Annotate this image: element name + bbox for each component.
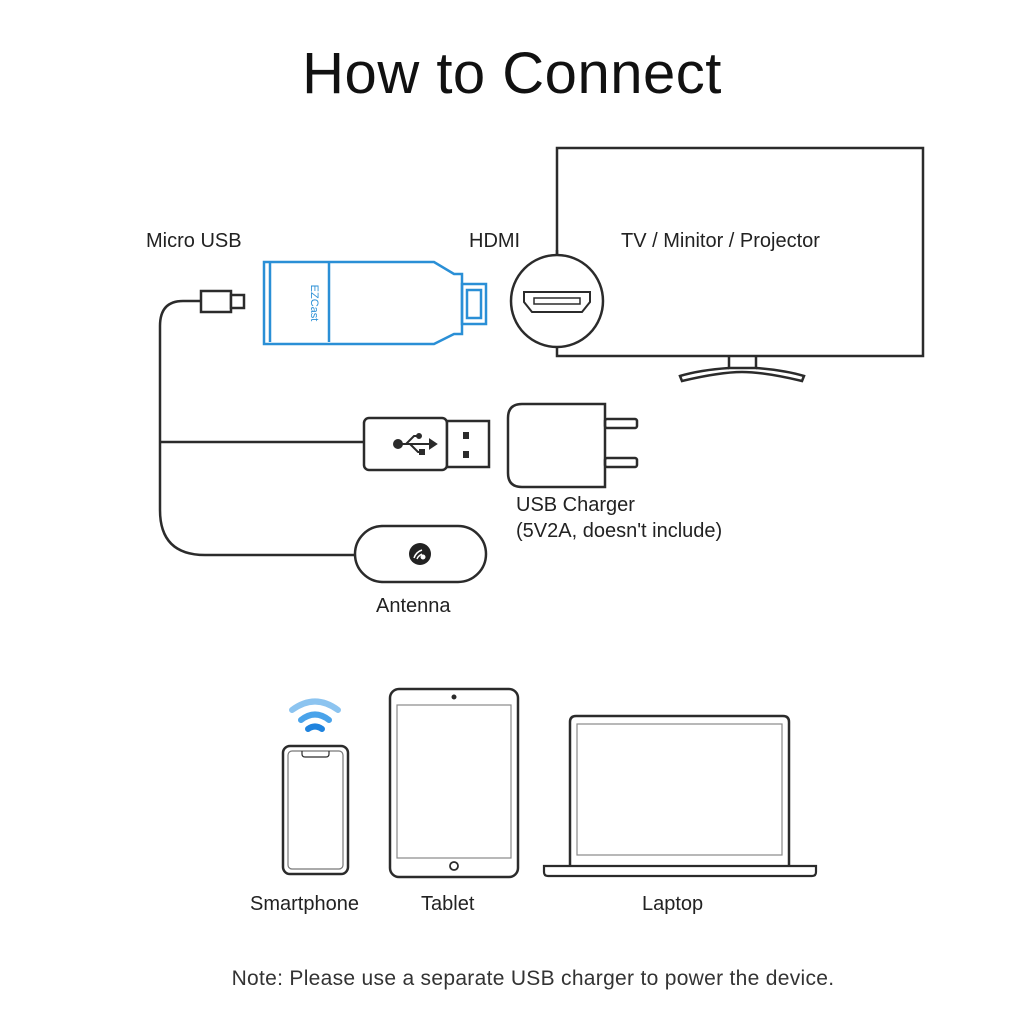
antenna-icon (353, 524, 488, 584)
device-label-tablet: Tablet (421, 893, 475, 915)
smartphone-icon (281, 744, 350, 876)
device-label-smartphone: Smartphone (250, 893, 359, 915)
usb-charger-icon (506, 402, 639, 489)
micro-usb-plug-icon (158, 289, 364, 557)
micro-usb-label: Micro USB (146, 230, 242, 252)
laptop-icon (542, 714, 818, 878)
page-title: How to Connect (302, 41, 722, 106)
usb-symbol-icon (393, 433, 438, 455)
tv-monitor-icon (555, 146, 925, 383)
device-label-laptop: Laptop (642, 893, 704, 915)
power-note: Note: Please use a separate USB charger … (231, 967, 835, 990)
antenna-label: Antenna (376, 595, 451, 617)
display-label: TV / Minitor / Projector (621, 230, 820, 252)
usb-charger-label: USB Charger (516, 494, 635, 516)
ezcast-dongle-icon (262, 260, 488, 346)
tablet-icon (388, 687, 520, 879)
wifi-signal-icon (289, 698, 341, 732)
usb-charger-spec-label: (5V2A, doesn't include) (516, 520, 723, 542)
dongle-brand-label: EZCast (308, 285, 320, 322)
hdmi-port-icon (509, 250, 605, 349)
hdmi-label: HDMI (469, 230, 521, 252)
